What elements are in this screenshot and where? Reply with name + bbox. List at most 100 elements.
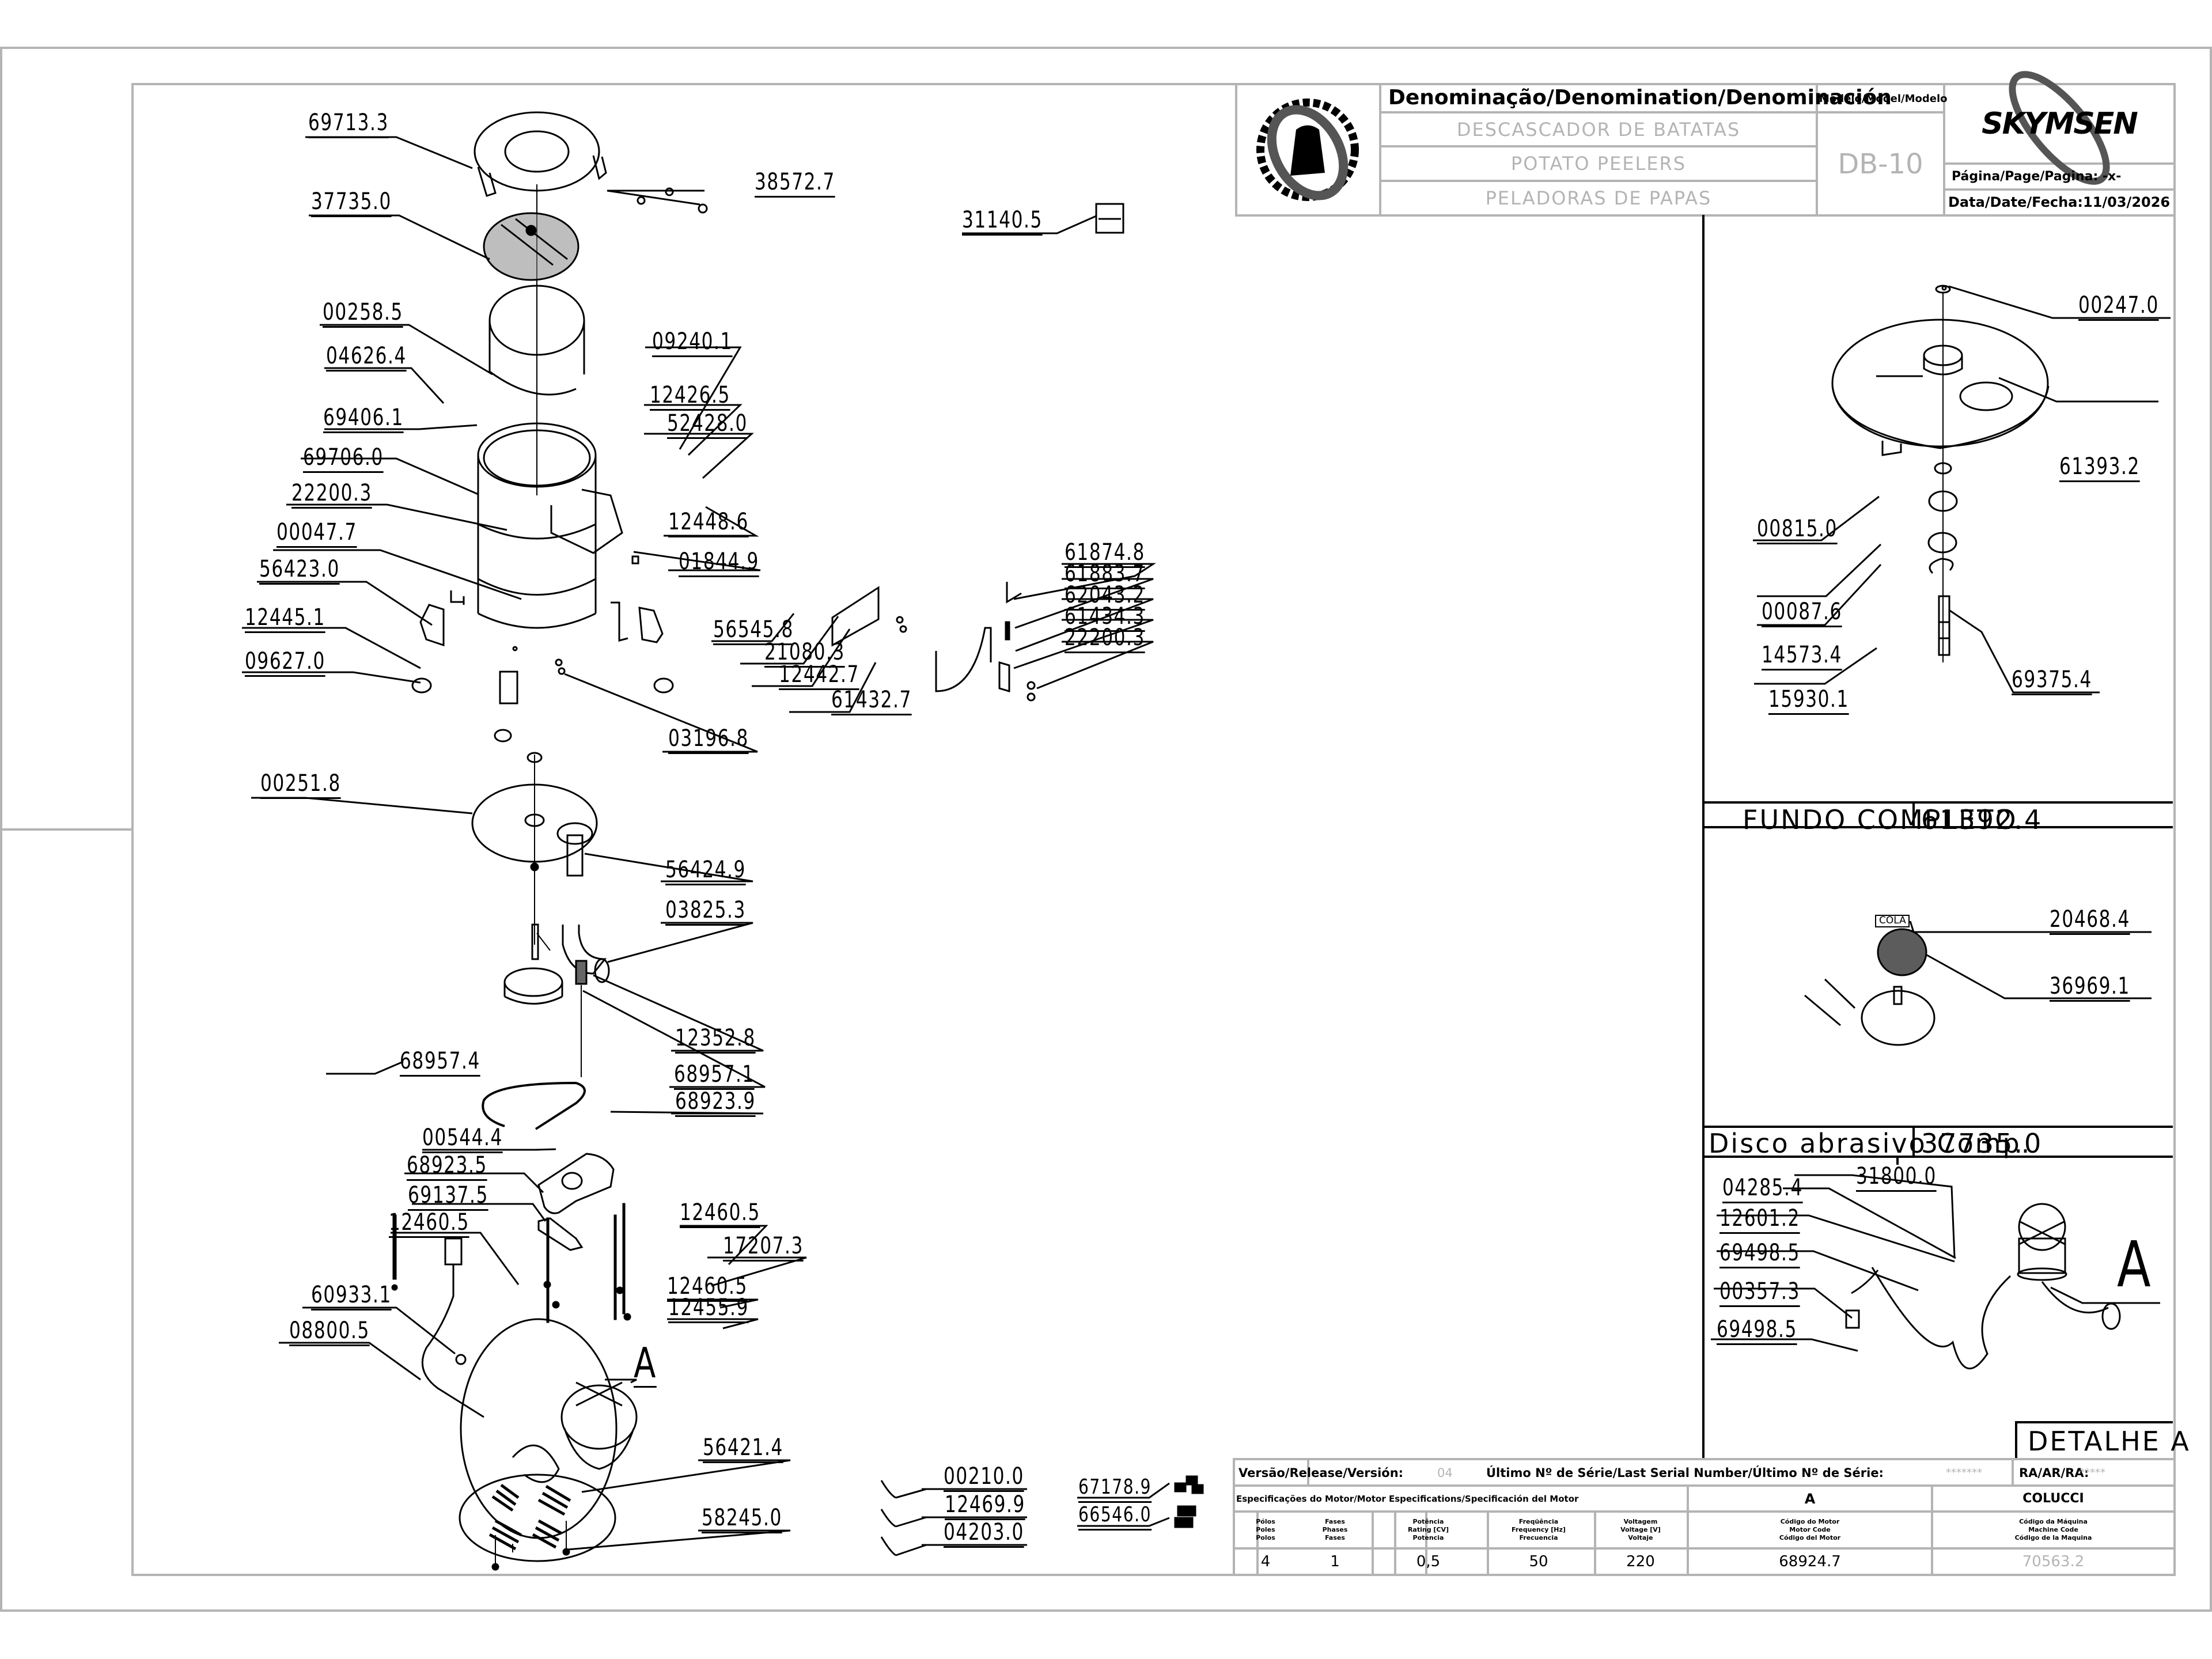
fundo-part-label[interactable]: 15930.1 xyxy=(1768,688,1849,715)
part-label[interactable]: 68957.1 xyxy=(674,1063,755,1090)
part-label[interactable]: 12442.7 xyxy=(779,663,859,690)
part-label[interactable]: 08800.5 xyxy=(289,1319,370,1346)
part-label[interactable]: 56545.8 xyxy=(713,618,794,645)
part-label[interactable]: 03825.3 xyxy=(665,899,746,926)
part-label[interactable]: 61432.7 xyxy=(831,688,912,715)
part-label[interactable]: 21080.3 xyxy=(764,641,845,668)
abrasive-disc-part xyxy=(483,212,579,281)
fundo-completo-title: FUNDO COMPLETO xyxy=(1743,804,2018,835)
fundo-part-label[interactable]: 14573.4 xyxy=(1762,643,1842,671)
part-label[interactable]: 56423.0 xyxy=(259,558,340,585)
detalhe-part-label[interactable]: 00357.3 xyxy=(1719,1280,1800,1307)
part-label[interactable]: 31140.5 xyxy=(962,209,1043,236)
part-label[interactable]: 12460.5 xyxy=(680,1201,760,1228)
motor-bracket-part xyxy=(537,1153,615,1251)
sticker-part xyxy=(1095,203,1124,234)
name-en: POTATO PEELERS xyxy=(1510,153,1687,175)
col-header-poles: Pólos Poles Polos xyxy=(1256,1518,1275,1541)
part-label[interactable]: 22200.3 xyxy=(1065,626,1145,653)
part-label[interactable]: 00210.0 xyxy=(944,1465,1024,1492)
part-label[interactable]: 58245.0 xyxy=(702,1506,782,1533)
part-label[interactable]: 12352.8 xyxy=(675,1027,756,1054)
part-label[interactable]: 12460.5 xyxy=(389,1211,469,1238)
part-label[interactable]: 12448.6 xyxy=(668,510,749,537)
date-label: Data/Date/Fecha:11/03/2026 xyxy=(1948,194,2171,210)
bottom-plate-part xyxy=(471,752,598,945)
fundo-part-label[interactable]: 69375.4 xyxy=(2012,668,2092,695)
seal-logo-graphic xyxy=(1256,99,1359,201)
part-label[interactable]: 00544.4 xyxy=(422,1126,503,1153)
fundo-completo-view xyxy=(1831,285,2050,662)
detalhe-part-label[interactable]: 69498.5 xyxy=(1719,1241,1800,1268)
col-header-frequency: Freqüência Frequency [Hz] Frecuencia xyxy=(1512,1518,1566,1541)
part-label[interactable]: 00047.7 xyxy=(276,521,357,548)
part-label[interactable]: 60933.1 xyxy=(311,1283,392,1310)
part-label[interactable]: 56424.9 xyxy=(665,858,746,885)
exploded-view-main xyxy=(391,111,1204,1571)
part-label[interactable]: 12469.9 xyxy=(945,1493,1025,1520)
serial-label: Último Nº de Série/Last Serial Number/Úl… xyxy=(1486,1466,1884,1480)
main-body-part xyxy=(450,422,639,642)
brand-logo-graphic xyxy=(2009,71,2110,185)
part-label[interactable]: 03196.8 xyxy=(668,727,749,754)
detalhe-part-label[interactable]: 69498.5 xyxy=(1717,1318,1797,1345)
part-label[interactable]: 00258.5 xyxy=(323,301,403,328)
fundo-completo-code: 61392.4 xyxy=(1921,804,2043,835)
part-label[interactable]: 68923.9 xyxy=(675,1090,756,1117)
bolt-part xyxy=(575,960,588,1077)
part-label[interactable]: 68923.5 xyxy=(407,1154,487,1181)
inner-frame xyxy=(131,83,2176,1576)
part-label[interactable]: 09240.1 xyxy=(652,330,733,357)
disco-part-label[interactable]: 20468.4 xyxy=(2050,908,2130,935)
part-label[interactable]: 09627.0 xyxy=(245,650,325,677)
part-label[interactable]: 61874.8 xyxy=(1065,541,1145,568)
fundo-part-label[interactable]: 00815.0 xyxy=(1757,517,1838,544)
part-label[interactable]: 17207.3 xyxy=(723,1234,804,1262)
col-header-machine-code: Código da Máquina Machine Code Código de… xyxy=(2014,1518,2092,1541)
part-label[interactable]: 37735.0 xyxy=(311,190,392,217)
part-label[interactable]: 22200.3 xyxy=(291,482,372,509)
ra-label: RA/AR/RA: xyxy=(2019,1466,2089,1480)
disco-part-label[interactable]: 36969.1 xyxy=(2050,975,2130,1002)
power-cable-part xyxy=(421,1237,484,1418)
part-label[interactable]: 69406.1 xyxy=(323,406,404,433)
part-label[interactable]: 62043.2 xyxy=(1065,584,1145,611)
part-label[interactable]: 69706.0 xyxy=(303,446,384,473)
part-label[interactable]: 61434.3 xyxy=(1065,605,1145,632)
name-es: PELADORAS DE PAPAS xyxy=(1485,187,1712,209)
part-label[interactable]: 61883.7 xyxy=(1065,562,1145,589)
detalhe-part-label[interactable]: 04285.4 xyxy=(1722,1176,1803,1203)
part-label[interactable]: 69137.5 xyxy=(408,1184,488,1211)
detalhe-part-label[interactable]: 31800.0 xyxy=(1856,1165,1937,1192)
part-label[interactable]: 67178.9 xyxy=(1078,1476,1152,1503)
fundo-part-label[interactable]: 00087.6 xyxy=(1762,600,1842,627)
pulley-part xyxy=(503,967,563,1005)
feet-part xyxy=(411,604,674,743)
detail-marker-a[interactable]: A xyxy=(634,1339,657,1388)
denomination-header: Denominação/Denomination/Denominación xyxy=(1388,86,1892,109)
part-label[interactable]: 12460.5 xyxy=(667,1275,748,1302)
brand-logo: SKYMSEN xyxy=(1982,107,2138,141)
part-label[interactable]: 66546.0 xyxy=(1078,1503,1152,1531)
fundo-part-label[interactable]: 61393.2 xyxy=(2059,455,2140,482)
spec-table-grid xyxy=(1233,1458,2176,1576)
part-label[interactable]: 69713.3 xyxy=(308,111,389,138)
part-label[interactable]: 68957.4 xyxy=(400,1050,480,1077)
detalhe-part-label[interactable]: 12601.2 xyxy=(1719,1207,1800,1234)
part-label[interactable]: 01844.9 xyxy=(679,550,759,577)
part-label[interactable]: 12455.9 xyxy=(668,1296,749,1323)
fundo-part-label[interactable]: 00247.0 xyxy=(2078,294,2159,321)
col-header-motor-code: Código do Motor Motor Code Código del Mo… xyxy=(1779,1518,1841,1541)
part-label[interactable]: 52428.0 xyxy=(667,412,748,439)
part-label[interactable]: 04626.4 xyxy=(326,344,407,372)
part-label[interactable]: 12426.5 xyxy=(650,384,730,411)
part-label[interactable]: 56421.4 xyxy=(703,1436,783,1463)
part-label[interactable]: 00251.8 xyxy=(260,772,341,799)
part-label[interactable]: 04203.0 xyxy=(944,1521,1024,1548)
lid-part xyxy=(474,111,607,197)
part-label[interactable]: 38572.7 xyxy=(755,171,835,198)
glue-tag: COLA xyxy=(1879,915,1906,926)
fundo-leader-lines xyxy=(1753,285,2171,694)
part-label[interactable]: 12445.1 xyxy=(245,606,325,633)
value-rating: 0,5 xyxy=(1416,1553,1441,1570)
